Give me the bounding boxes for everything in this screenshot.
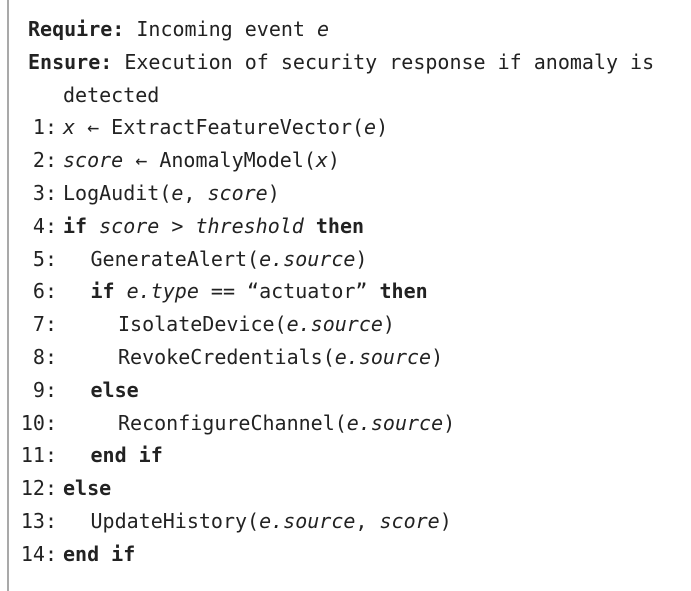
algorithm-line: 1:x ← ExtractFeatureVector(e) (0, 111, 691, 144)
variable: score (63, 148, 124, 173)
variable: e (316, 17, 330, 41)
keyword: if (63, 213, 100, 238)
string-literal: “actuator” (247, 279, 368, 304)
line-number: 6: (32, 279, 57, 304)
line-content: end if (57, 439, 163, 472)
line-number: 9: (32, 377, 57, 402)
require-line-label: Require: (28, 17, 125, 41)
code-text: Incoming event (124, 17, 317, 41)
algorithm-line: 12:else (0, 472, 691, 505)
line-number: 4: (32, 213, 57, 238)
keyword: then (367, 279, 428, 304)
line-number: 2: (32, 148, 57, 173)
code-text: ) (431, 344, 444, 369)
line-number: 3: (32, 180, 57, 205)
code-text: Execution of security response if anomal… (63, 49, 655, 107)
code-text: , (355, 508, 380, 533)
line-content: else (57, 374, 139, 407)
line-content: x ← ExtractFeatureVector(e) (57, 111, 388, 144)
require-line: Require: Incoming event e (0, 13, 691, 46)
code-text: IsolateDevice( (118, 312, 287, 337)
line-content: ReconfigureChannel(e.source) (57, 407, 455, 440)
code-text: == (198, 279, 248, 304)
variable: e (364, 115, 377, 140)
keyword: then (303, 213, 365, 238)
variable: x (63, 115, 76, 140)
algorithm-line: 4:if score > threshold then (0, 210, 691, 243)
line-number: 1: (32, 115, 57, 140)
line-number: 5: (32, 246, 57, 271)
line-number: 13: (20, 508, 57, 533)
line-number: 14: (20, 541, 57, 566)
variable: score (379, 508, 440, 533)
variable: e.source (346, 410, 444, 435)
ensure-line-label: Ensure: (28, 49, 113, 74)
variable: e (171, 180, 184, 205)
code-text: ReconfigureChannel( (118, 410, 347, 435)
code-text: GenerateAlert( (90, 246, 260, 271)
line-number: 10: (20, 410, 57, 435)
variable: score (99, 213, 160, 238)
code-text: ) (382, 312, 395, 337)
line-content: else (57, 472, 111, 505)
code-text: > (159, 213, 196, 238)
line-content: IsolateDevice(e.source) (57, 308, 395, 341)
algorithm-line: 2:score ← AnomalyModel(x) (0, 144, 691, 177)
variable: e.source (259, 508, 356, 533)
algorithm-line: 10:ReconfigureChannel(e.source) (0, 407, 691, 440)
code-text: ← ExtractFeatureVector( (75, 115, 365, 140)
code-text: ) (327, 148, 340, 173)
keyword: else (90, 377, 139, 402)
algorithm-line: 5:GenerateAlert(e.source) (0, 243, 691, 276)
keyword: if (90, 279, 127, 304)
algorithm-line: 8:RevokeCredentials(e.source) (0, 341, 691, 374)
line-content: UpdateHistory(e.source, score) (57, 505, 452, 538)
variable: score (207, 180, 268, 205)
line-content: if e.type == “actuator” then (57, 275, 428, 308)
line-content: LogAudit(e, score) (57, 177, 280, 210)
algorithm-line: 3:LogAudit(e, score) (0, 177, 691, 210)
ensure-line: Ensure: Execution of security response i… (0, 46, 691, 112)
variable: threshold (195, 213, 304, 238)
code-text: LogAudit( (63, 180, 172, 205)
line-number: 11: (20, 443, 57, 468)
line-number: 7: (32, 312, 57, 337)
line-content: if score > threshold then (57, 210, 364, 243)
algorithm-line: 13:UpdateHistory(e.source, score) (0, 505, 691, 538)
algorithm-line: 14:end if (0, 538, 691, 571)
variable: e.source (286, 312, 383, 337)
algorithm-line: 7:IsolateDevice(e.source) (0, 308, 691, 341)
line-number: 8: (32, 344, 57, 369)
variable: e.source (259, 246, 356, 271)
algorithm-line: 9: else (0, 374, 691, 407)
code-text: ) (355, 246, 368, 271)
code-text: UpdateHistory( (90, 508, 260, 533)
code-text: ) (439, 508, 452, 533)
variable: x (315, 148, 328, 173)
keyword: end if (63, 541, 136, 566)
code-text: ← AnomalyModel( (123, 148, 316, 173)
code-text: RevokeCredentials( (118, 344, 335, 369)
code-text: , (183, 180, 208, 205)
keyword: end if (90, 443, 163, 468)
algorithm-line: 6:if e.type == “actuator” then (0, 275, 691, 308)
code-text: ) (376, 115, 389, 140)
code-text: ) (443, 410, 456, 435)
algorithm-line: 11: end if (0, 439, 691, 472)
variable: e.type (126, 279, 199, 304)
code-text: ) (267, 180, 280, 205)
variable: e.source (334, 344, 432, 369)
line-content: score ← AnomalyModel(x) (57, 144, 340, 177)
algorithm-lines: 1:x ← ExtractFeatureVector(e)2:score ← A… (0, 111, 691, 570)
line-content: RevokeCredentials(e.source) (57, 341, 443, 374)
left-border-rule (7, 0, 9, 591)
line-number: 12: (20, 476, 57, 501)
line-content: end if (57, 538, 135, 571)
line-content: GenerateAlert(e.source) (57, 243, 368, 276)
keyword: else (63, 476, 112, 501)
